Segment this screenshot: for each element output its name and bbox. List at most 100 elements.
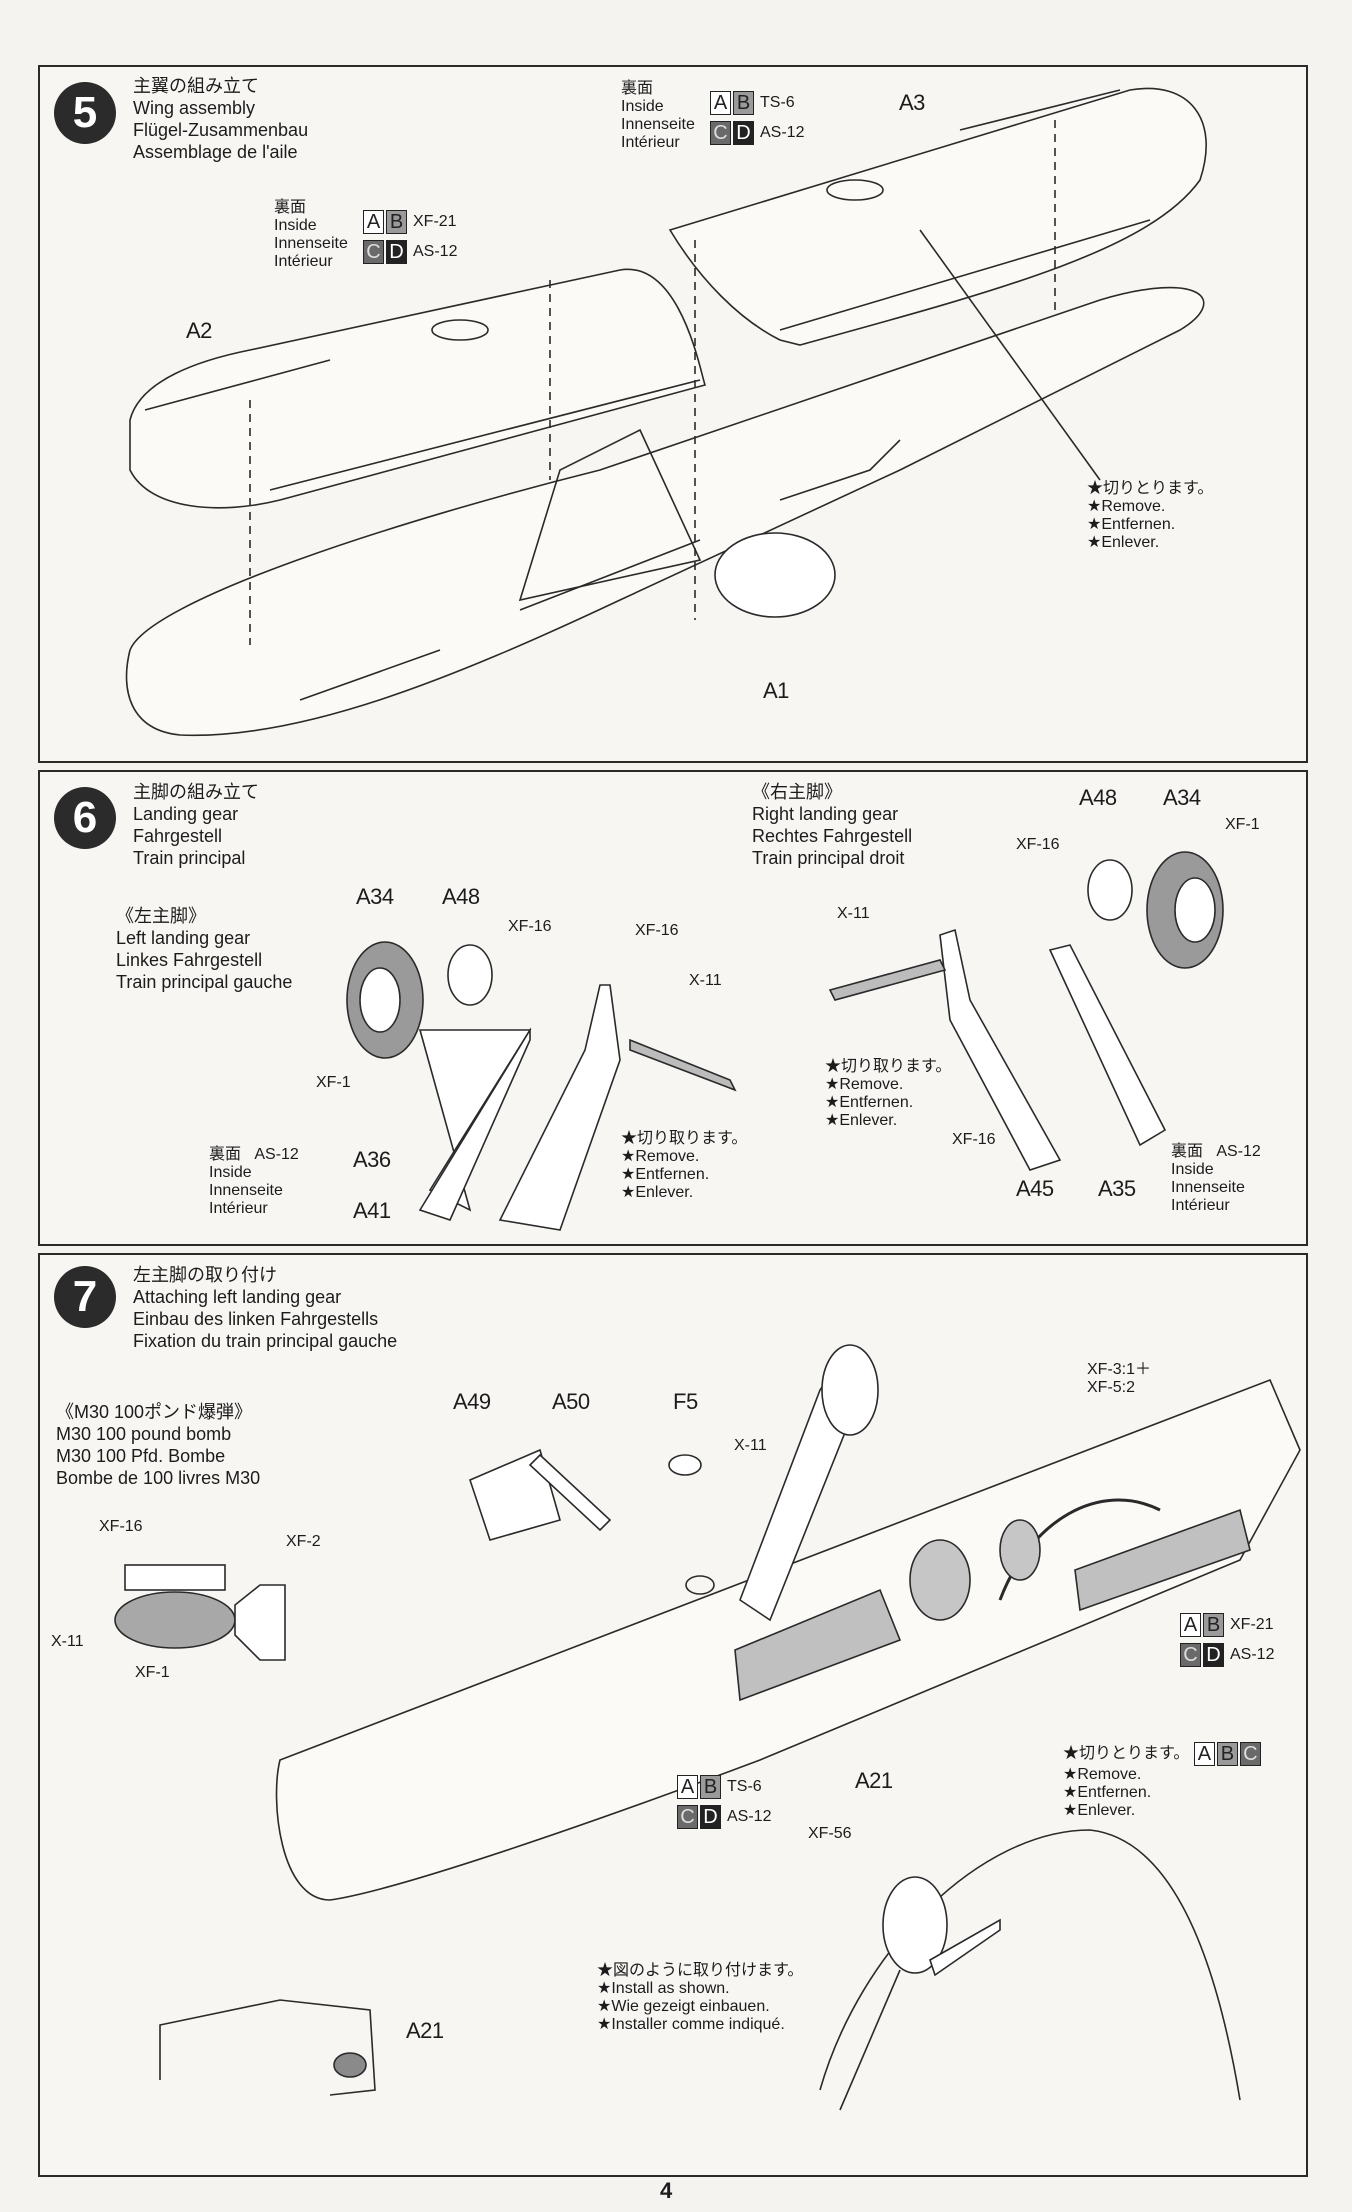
- paint-x11: X-11: [837, 905, 870, 922]
- paint-as12: AS-12: [727, 1808, 772, 1826]
- remove-en: ★Remove.: [1087, 498, 1166, 515]
- label-de: Rechtes Fahrgestell: [752, 826, 913, 846]
- left-strut: [418, 984, 737, 1231]
- lower-wing-a1: [125, 286, 1205, 737]
- label-en: Right landing gear: [752, 804, 899, 824]
- part-label-a41: A41: [353, 1198, 391, 1223]
- wing-underside: [275, 1344, 1301, 1901]
- install-note: ★図のように取り付けます。 ★Install as shown. ★Wie ge…: [597, 1962, 803, 2034]
- title-en: Wing assembly: [133, 98, 256, 118]
- paint-mix-xf5: XF-5:2: [1087, 1379, 1136, 1396]
- part-label-f5: F5: [673, 1389, 698, 1414]
- title-ja: 主脚の組み立て: [133, 782, 259, 802]
- remove-fr: ★Enlever.: [621, 1184, 694, 1201]
- inside-label: 裏面 Inside Innenseite Intérieur: [274, 199, 348, 271]
- paint-xf1: XF-1: [316, 1074, 351, 1091]
- title-de: Flügel-Zusammenbau: [133, 120, 309, 140]
- code-d: D: [1203, 1643, 1224, 1668]
- wing-a3: [668, 87, 1207, 620]
- paint-xf56: XF-56: [808, 1825, 852, 1842]
- step-number-7: 7: [54, 1266, 116, 1328]
- part-label-a34: A34: [356, 884, 394, 909]
- title-fr: Fixation du train principal gauche: [133, 1331, 398, 1351]
- title-ja: 主翼の組み立て: [133, 76, 259, 96]
- inside-en: Inside: [1171, 1161, 1214, 1178]
- code-b: B: [733, 91, 754, 115]
- part-label-a49: A49: [453, 1389, 491, 1414]
- paint-xf16: XF-16: [99, 1518, 143, 1535]
- remove-de: ★Entfernen.: [825, 1094, 914, 1111]
- install-fr: ★Installer comme indiqué.: [597, 2016, 785, 2033]
- part-label-a34: A34: [1163, 785, 1201, 810]
- inside-fr: Intérieur: [621, 134, 680, 151]
- part-label-a21-detail: A21: [406, 2018, 444, 2043]
- remove-note: ★切り取ります。 ★Remove. ★Entfernen. ★Enlever.: [621, 1130, 747, 1202]
- step-6-title: 主脚の組み立て Landing gear Fahrgestell Train p…: [133, 781, 259, 869]
- inside-label: 裏面 AS-12 Inside Innenseite Intérieur: [1171, 1143, 1261, 1215]
- code-c: C: [1180, 1643, 1201, 1668]
- paint-xf1: XF-1: [135, 1664, 170, 1681]
- code-a: A: [1193, 1742, 1215, 1766]
- wing-a2: [129, 268, 707, 645]
- paint-xf16: XF-16: [635, 922, 679, 939]
- code-d: D: [386, 240, 407, 265]
- inside-label: 裏面 AS-12 Inside Innenseite Intérieur: [209, 1146, 299, 1218]
- paint-xf16: XF-16: [1016, 836, 1060, 853]
- label-en: Left landing gear: [116, 928, 251, 948]
- install-en: ★Install as shown.: [597, 1980, 730, 1997]
- remove-note: ★切り取ります。 ★Remove. ★Entfernen. ★Enlever.: [825, 1058, 951, 1130]
- paint-as12: AS-12: [760, 124, 805, 142]
- code-b: B: [1203, 1613, 1224, 1637]
- code-d: D: [700, 1805, 721, 1830]
- part-label-a1: A1: [763, 678, 789, 703]
- part-label-a36: A36: [353, 1147, 391, 1172]
- code-a: A: [363, 210, 384, 234]
- paint-x11: X-11: [734, 1437, 767, 1454]
- inside-label: 裏面 Inside Innenseite Intérieur: [621, 80, 695, 152]
- part-label-a48: A48: [442, 884, 480, 909]
- part-label-a2: A2: [186, 318, 212, 343]
- remove-de: ★Entfernen.: [621, 1166, 710, 1183]
- remove-fr: ★Enlever.: [1063, 1802, 1136, 1819]
- inside-de: Innenseite: [621, 116, 695, 133]
- part-label-a45: A45: [1016, 1176, 1054, 1201]
- right-gear-label: 《右主脚》 Right landing gear Rechtes Fahrges…: [752, 781, 912, 869]
- label-fr: Train principal gauche: [116, 972, 293, 992]
- paint-as12: AS-12: [1216, 1143, 1261, 1160]
- remove-en: ★Remove.: [621, 1148, 700, 1165]
- inside-fr: Intérieur: [1171, 1197, 1230, 1214]
- left-gear-label: 《左主脚》 Left landing gear Linkes Fahrgeste…: [116, 905, 292, 993]
- inside-ja: 裏面: [1171, 1143, 1204, 1160]
- code-a: A: [710, 91, 731, 115]
- inside-de: Innenseite: [1171, 1179, 1245, 1196]
- left-wheel-a34: [346, 941, 493, 1059]
- code-c: C: [1239, 1742, 1261, 1766]
- remove-fr: ★Enlever.: [825, 1112, 898, 1129]
- title-en: Attaching left landing gear: [133, 1287, 342, 1307]
- paint-xf21: XF-21: [413, 213, 457, 230]
- paint-as12: AS-12: [1230, 1646, 1275, 1664]
- right-strut: [828, 928, 1167, 1171]
- right-wheel-a34: [1087, 851, 1224, 969]
- code-b: B: [386, 210, 407, 234]
- code-c: C: [677, 1805, 698, 1830]
- paint-mix: XF-3:1＋ XF-5:2: [1087, 1361, 1151, 1397]
- label-fr: Train principal droit: [752, 848, 905, 868]
- part-label-a35: A35: [1098, 1176, 1136, 1201]
- bomb-title-ja: 《M30 100ポンド爆弾》: [56, 1402, 253, 1422]
- code-c: C: [363, 240, 384, 265]
- paint-x11: X-11: [51, 1633, 84, 1650]
- title-en: Landing gear: [133, 804, 239, 824]
- paint-xf1: XF-1: [1225, 816, 1260, 833]
- title-de: Einbau des linken Fahrgestells: [133, 1309, 379, 1329]
- page-number: 4: [660, 2178, 673, 2203]
- inside-en: Inside: [621, 98, 664, 115]
- remove-de: ★Entfernen.: [1063, 1784, 1152, 1801]
- paint-xf2: XF-2: [286, 1533, 321, 1550]
- code-c: C: [710, 121, 731, 146]
- paint-xf21: XF-21: [1230, 1616, 1274, 1633]
